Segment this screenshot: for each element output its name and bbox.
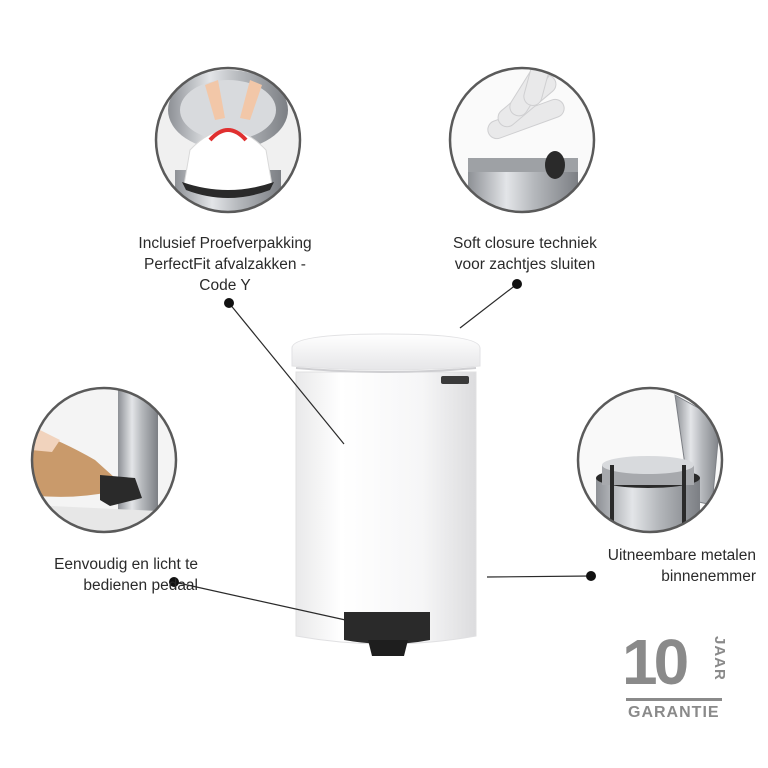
caption-pedal: Eenvoudig en licht te bedienen pedaal	[18, 554, 198, 596]
callout-lines	[169, 279, 596, 622]
pedal-bin	[291, 333, 481, 656]
bag-detail-image	[154, 66, 302, 214]
caption-pedal-line2: bedienen pedaal	[83, 577, 198, 594]
caption-soft-close-line2: voor zachtjes sluiten	[454, 256, 596, 273]
caption-bags-line2: PerfectFit afvalzakken -	[144, 256, 306, 273]
caption-bags-line1: Inclusief Proefverpakking	[138, 235, 312, 252]
caption-soft-close: Soft closure techniek voor zachtjes slui…	[425, 233, 625, 275]
bucket-detail-image	[576, 386, 724, 534]
caption-bucket: Uitneembare metalen binnenemmer	[556, 545, 756, 587]
warranty-unit: JAAR	[711, 636, 728, 681]
warranty-badge: 10 JAAR GARANTIE	[622, 630, 732, 726]
caption-bucket-line1: Uitneembare metalen	[607, 547, 756, 564]
caption-bucket-line2: binnenemmer	[661, 568, 756, 585]
soft-close-detail-image	[448, 66, 596, 214]
warranty-label: GARANTIE	[628, 704, 720, 721]
caption-soft-close-line1: Soft closure techniek	[453, 235, 597, 252]
caption-bags: Inclusief Proefverpakking PerfectFit afv…	[110, 233, 340, 296]
caption-pedal-line1: Eenvoudig en licht te	[54, 556, 198, 573]
pedal	[344, 612, 430, 644]
pedal-detail-image	[30, 386, 178, 534]
warranty-years: 10	[622, 626, 689, 698]
brand-plate	[441, 376, 469, 384]
caption-bags-line3: Code Y	[199, 277, 251, 294]
warranty-divider	[626, 698, 722, 701]
